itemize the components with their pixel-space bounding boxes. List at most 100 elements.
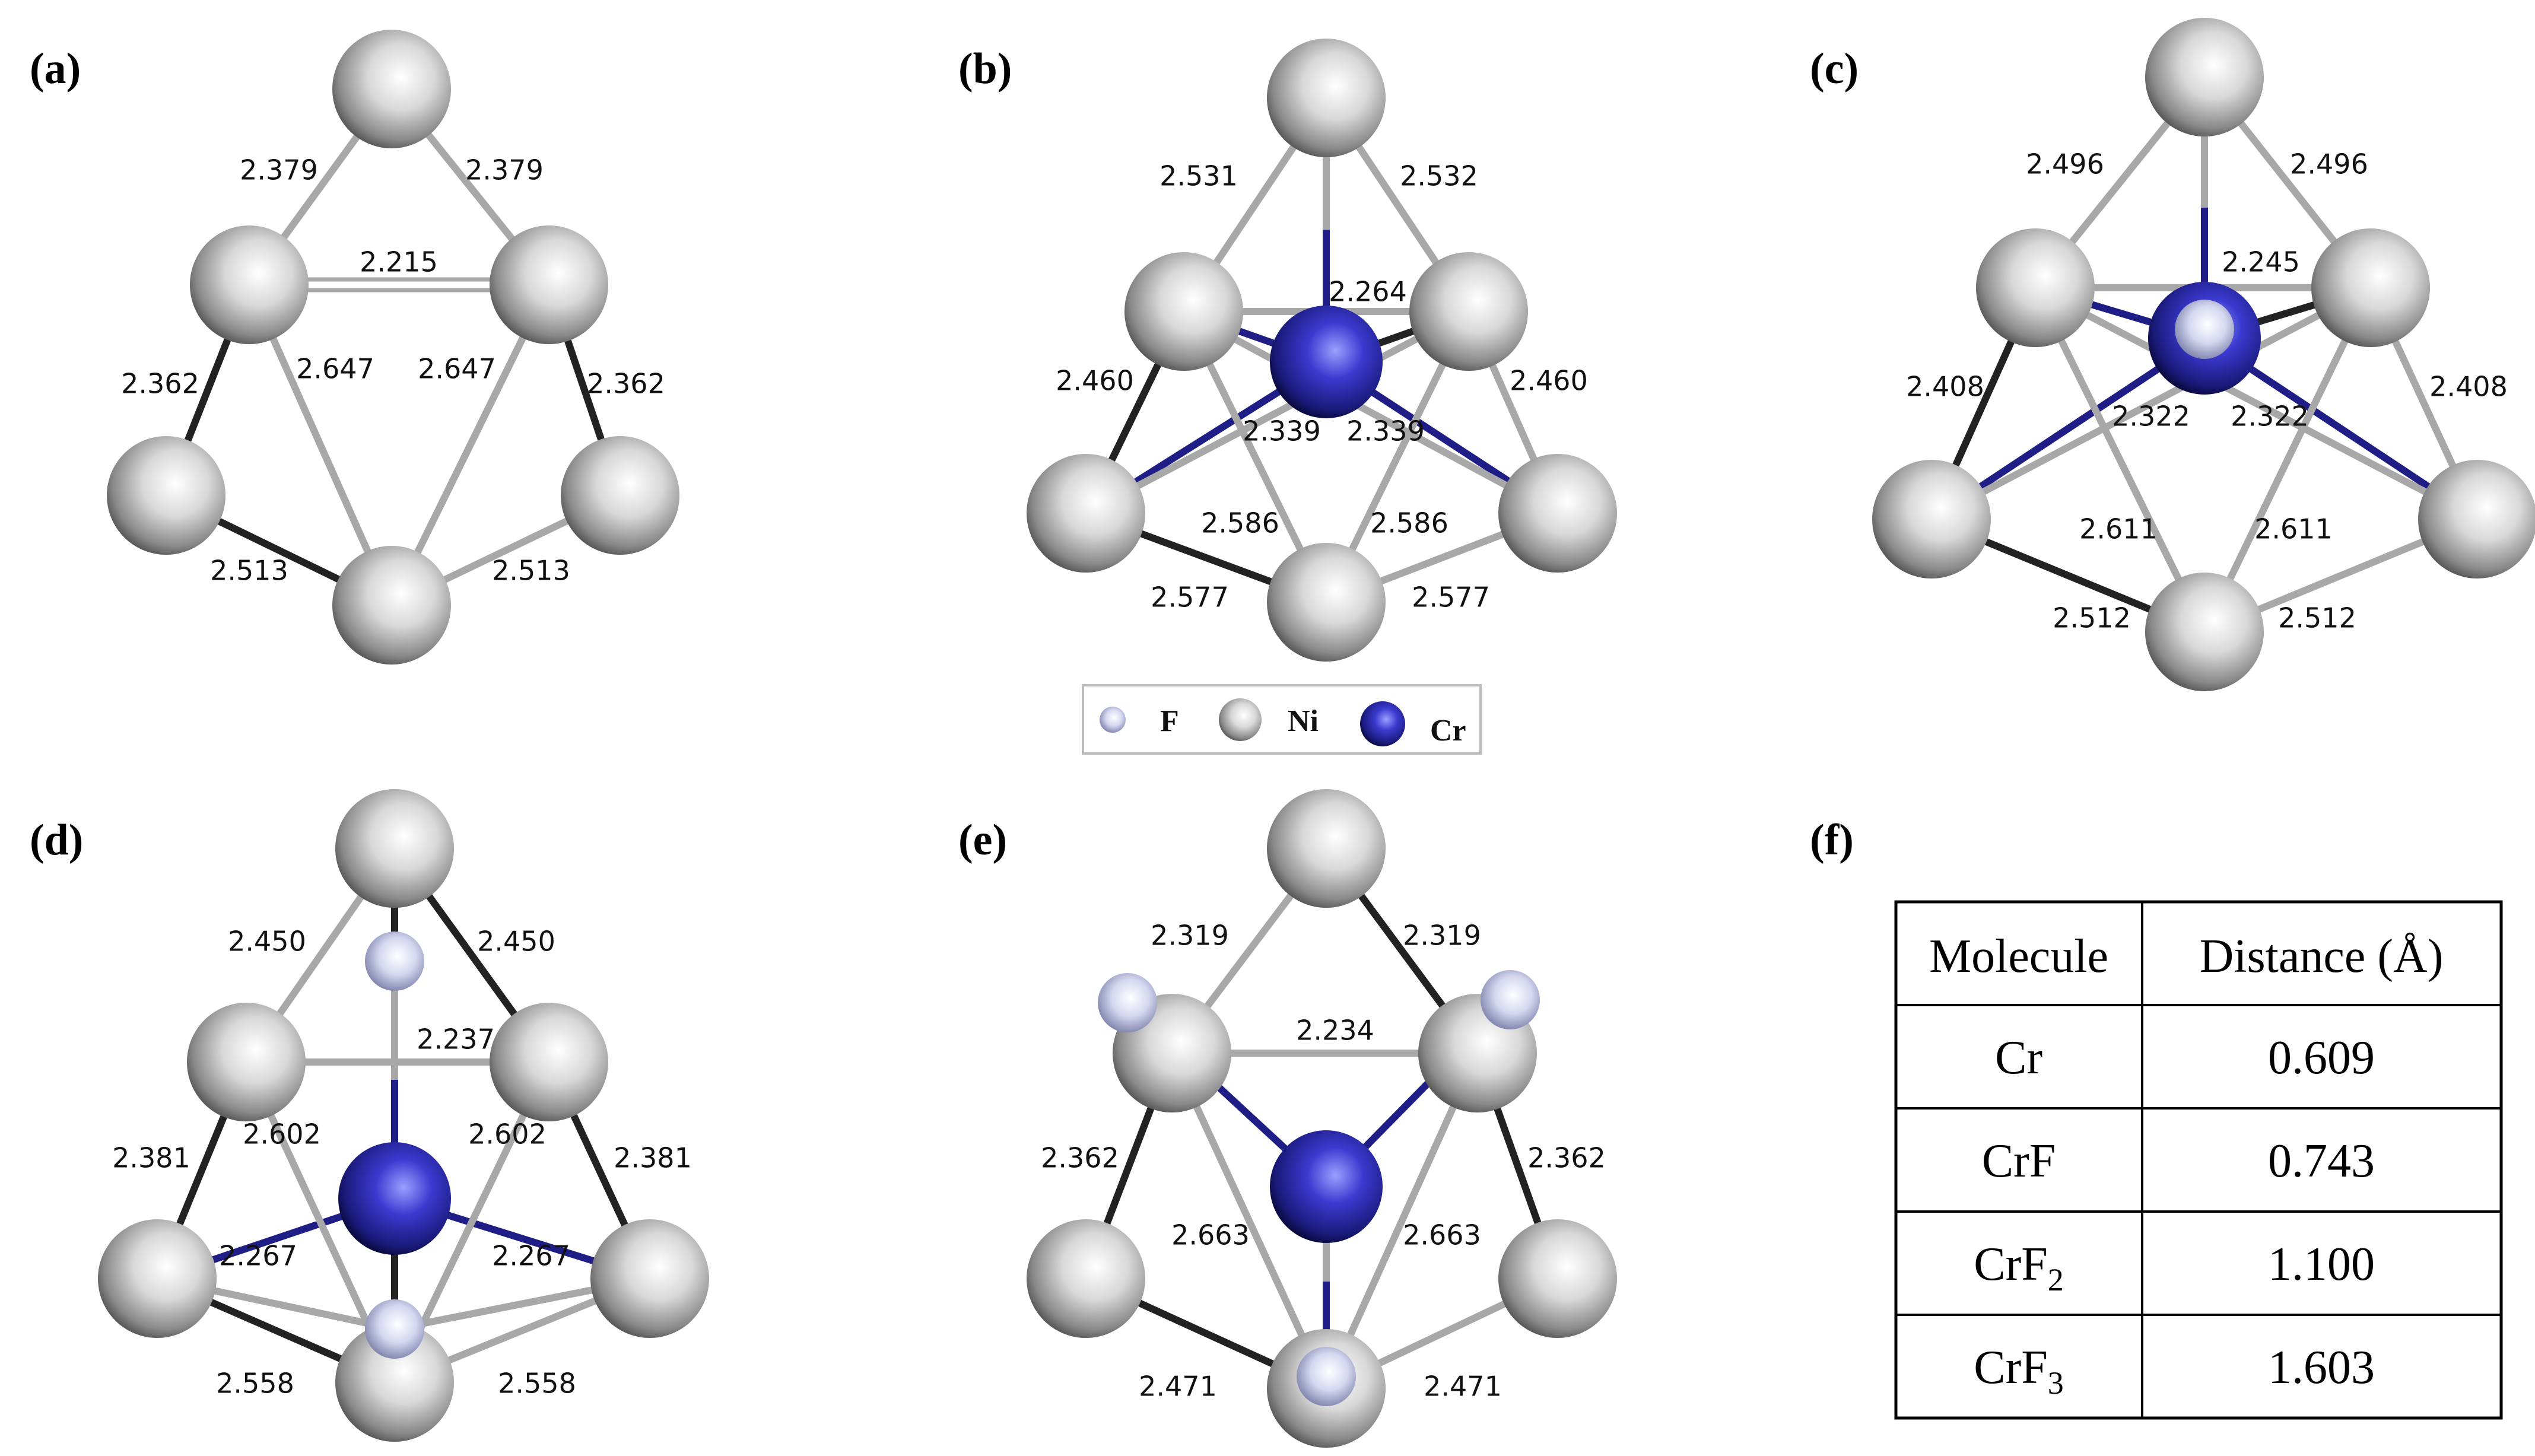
bond-length-label: 2.586 — [1370, 507, 1448, 539]
bond-length-label: 2.471 — [1424, 1371, 1502, 1403]
bond — [2201, 286, 2374, 634]
bond — [2034, 284, 2479, 523]
atoms-layer — [98, 18, 2535, 1448]
bond-length-label: 2.267 — [492, 1240, 570, 1272]
table-cell-molecule: CrF — [1982, 1135, 2056, 1187]
legend-ni-swatch — [1219, 698, 1262, 741]
bond-length-label: 2.496 — [2290, 148, 2368, 180]
nickel-atom — [490, 1003, 608, 1121]
fluorine-atom — [1481, 970, 1540, 1029]
nickel-atom — [1267, 543, 1386, 662]
bond-length-label: 2.264 — [1329, 276, 1407, 308]
panel-label: (c) — [1810, 44, 1859, 93]
bond-length-label: 2.513 — [492, 555, 570, 587]
molecule-subscript: 2 — [2048, 1262, 2064, 1298]
legend-cr-label: Cr — [1430, 714, 1466, 748]
chromium-atom — [338, 1142, 451, 1255]
bond-length-label: 2.460 — [1510, 365, 1588, 397]
bond — [1930, 284, 2372, 523]
legend-ni-label: Ni — [1288, 704, 1319, 738]
nickel-atom — [1124, 252, 1243, 371]
bond-length-label: 2.460 — [1056, 365, 1134, 397]
nickel-atom — [2145, 573, 2264, 691]
nickel-atom — [1027, 1219, 1145, 1338]
molecule-formula: CrF — [1974, 1341, 2048, 1394]
nickel-atom — [561, 436, 679, 555]
bond-length-label: 2.532 — [1400, 160, 1478, 192]
bond — [1168, 1051, 1330, 1390]
bond-length-label: 2.267 — [219, 1240, 297, 1272]
bond-length-label: 2.339 — [1243, 415, 1321, 447]
nickel-atom — [190, 225, 309, 344]
nickel-atom — [335, 1323, 454, 1442]
bond — [1182, 308, 1559, 517]
bond-length-label: 2.577 — [1412, 581, 1490, 613]
nickel-atom — [490, 225, 608, 344]
table-cell-molecule: CrF3 — [1974, 1341, 2064, 1401]
chromium-atom — [1270, 306, 1383, 418]
table-cell-distance: 1.100 — [2268, 1238, 2375, 1290]
bond-length-label: 2.663 — [1171, 1219, 1250, 1251]
panel-label: (a) — [30, 44, 81, 93]
table-cell-molecule: Cr — [1995, 1032, 2042, 1084]
bond-length-label: 2.558 — [498, 1368, 576, 1400]
bond-length-label: 2.602 — [243, 1118, 321, 1150]
table-cell-distance: 1.603 — [2268, 1341, 2375, 1394]
bond-length-label: 2.408 — [1906, 371, 1984, 403]
bond-length-label: 2.339 — [1346, 415, 1425, 447]
bond-length-label: 2.379 — [465, 154, 544, 186]
molecule-formula: CrF — [1982, 1135, 2056, 1187]
molecule-subscript: 3 — [2048, 1365, 2064, 1401]
bond-length-label: 2.322 — [2112, 400, 2190, 433]
bond-length-label: 2.215 — [360, 246, 438, 278]
bond-length-label: 2.319 — [1403, 920, 1481, 952]
bond-length-label: 2.379 — [240, 154, 318, 186]
nickel-atom — [2311, 228, 2430, 347]
nickel-atom — [1872, 460, 1991, 578]
table-border — [1894, 900, 2503, 1420]
bond-length-label: 2.512 — [2053, 602, 2131, 634]
bond-length-label: 2.381 — [112, 1142, 190, 1174]
bond-length-label: 2.408 — [2429, 371, 2508, 403]
panel-labels-layer: (a)(b)(c)(d)(e)(f) — [30, 44, 1859, 864]
fluorine-atom — [365, 932, 424, 991]
table-header-molecule: Molecule — [1929, 930, 2108, 983]
nickel-atom — [335, 789, 454, 908]
bond-length-label: 2.450 — [228, 926, 306, 958]
panel-label: (d) — [30, 816, 83, 864]
bond-length-label: 2.586 — [1201, 507, 1279, 539]
bond-length-label: 2.531 — [1160, 160, 1238, 192]
table-header-distance: Distance (Å) — [2200, 930, 2444, 983]
chromium-atom — [1270, 1130, 1383, 1243]
bond-length-label: 2.381 — [614, 1142, 692, 1174]
nickel-atom — [1267, 39, 1386, 157]
bond-length-label: 2.362 — [1527, 1142, 1606, 1174]
nickel-atom — [2145, 18, 2264, 136]
fluorine-atom — [1297, 1347, 1356, 1406]
molecule-formula: Cr — [1995, 1032, 2042, 1084]
bond-length-label: 2.322 — [2231, 400, 2309, 433]
bond — [1323, 1051, 1481, 1390]
bond-length-label: 2.319 — [1151, 920, 1229, 952]
bond-length-label: 2.611 — [2079, 513, 2158, 545]
panel-label: (f) — [1810, 816, 1854, 864]
bond-length-label: 2.234 — [1296, 1015, 1374, 1047]
bond-length-label: 2.558 — [216, 1368, 294, 1400]
bond-length-label: 2.602 — [468, 1118, 547, 1150]
nickel-atom — [1027, 454, 1145, 573]
bond-length-label: 2.362 — [121, 368, 199, 400]
bond-length-label: 2.513 — [210, 555, 288, 587]
nickel-atom — [1409, 252, 1528, 371]
table-cell-distance: 0.743 — [2268, 1135, 2375, 1187]
nickel-atom — [1498, 454, 1617, 573]
legend-f-label: F — [1160, 704, 1179, 738]
nickel-atom — [98, 1219, 217, 1338]
nickel-atom — [187, 1003, 306, 1121]
bond-length-label: 2.237 — [417, 1023, 495, 1056]
bond-length-label: 2.362 — [1041, 1142, 1119, 1174]
bond-length-label: 2.611 — [2254, 513, 2333, 545]
